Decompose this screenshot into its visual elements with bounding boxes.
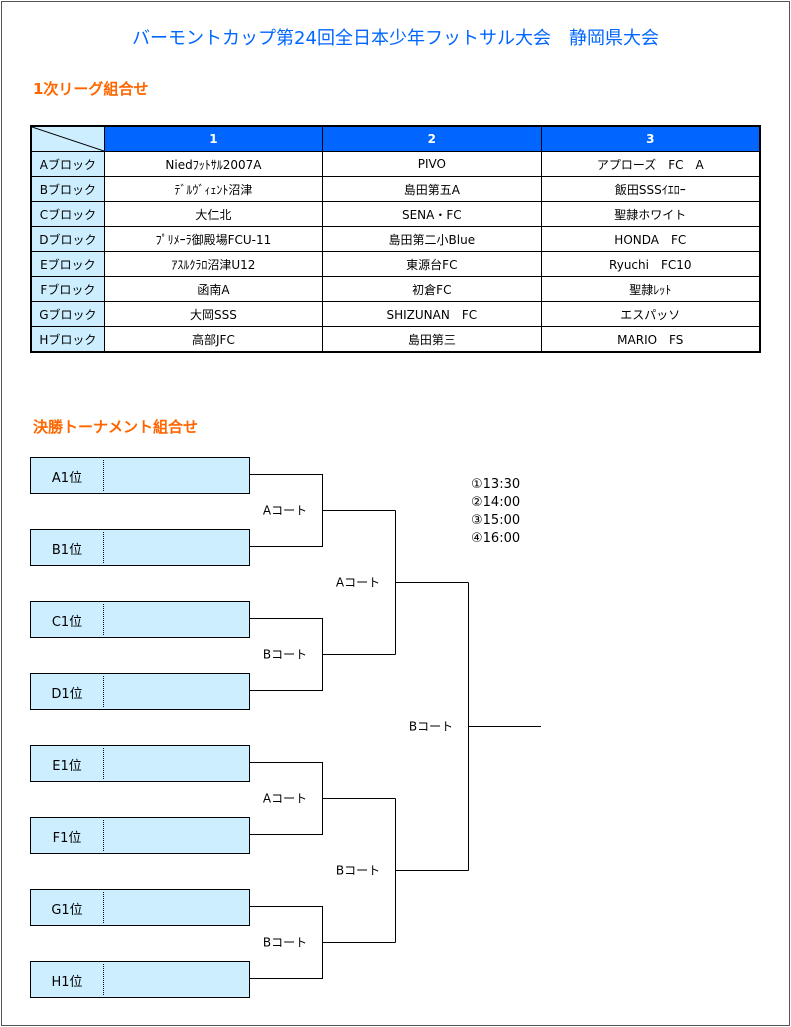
dotted-divider xyxy=(103,964,104,995)
team-cell: 飯田SSSｲｴﾛｰ xyxy=(540,176,761,202)
team-cell: 初倉FC xyxy=(322,276,542,302)
team-cell: 大岡SSS xyxy=(103,301,324,327)
team-cell: 大仁北 xyxy=(103,201,324,227)
seed-label: H1位 xyxy=(51,975,83,990)
team-cell: PIVO xyxy=(322,151,542,177)
team-cell: ﾃﾞﾙｳﾞｨｪﾝﾄ沼津 xyxy=(103,176,324,202)
team-cell: 島田第五A xyxy=(322,176,542,202)
corner-cell xyxy=(30,125,105,152)
team-cell: SENA・FC xyxy=(322,201,542,227)
column-header: 2 xyxy=(322,125,542,152)
dotted-divider xyxy=(103,532,104,563)
block-label: Fブロック xyxy=(30,276,105,302)
team-cell: 聖隷ﾚｯﾄ xyxy=(540,276,761,302)
time: ①13:30 xyxy=(471,477,521,492)
team-cell: 高部JFC xyxy=(103,326,324,353)
team-cell: HONDA FC xyxy=(540,226,761,252)
seed-label: E1位 xyxy=(52,759,82,774)
team-cell: MARIO FS xyxy=(540,326,761,353)
dotted-divider xyxy=(103,604,104,635)
seed-box: H1位 xyxy=(30,961,250,998)
team-cell: 島田第三 xyxy=(322,326,542,353)
team-cell: Ryuchi FC10 xyxy=(540,251,761,277)
time: ②14:00 xyxy=(471,495,521,510)
seed-box: A1位 xyxy=(30,457,250,494)
team-cell: ﾌﾟﾘﾒｰﾗ御殿場FCU-11 xyxy=(103,226,324,252)
court-label: Aコート xyxy=(262,501,308,519)
block-label: Hブロック xyxy=(30,326,105,353)
dotted-divider xyxy=(103,820,104,851)
tournament-heading: 決勝トーナメント組合せ xyxy=(33,418,199,436)
schedule-times: ①13:30 ②14:00 ③15:00 ④16:00 xyxy=(471,476,520,548)
seed-box: G1位 xyxy=(30,889,250,926)
team-cell: アプローズ FC A xyxy=(540,151,761,177)
seed-box: D1位 xyxy=(30,673,250,710)
block-label: Cブロック xyxy=(30,201,105,227)
team-cell: エスパッソ xyxy=(540,301,761,327)
block-label: Dブロック xyxy=(30,226,105,252)
dotted-divider xyxy=(103,676,104,707)
team-cell: 島田第二小Blue xyxy=(322,226,542,252)
seed-label: D1位 xyxy=(51,687,83,702)
seed-label: C1位 xyxy=(51,615,83,630)
seed-label: G1位 xyxy=(51,903,83,918)
team-cell: 東源台FC xyxy=(322,251,542,277)
block-label: Eブロック xyxy=(30,251,105,277)
seed-label: F1位 xyxy=(52,831,82,846)
dotted-divider xyxy=(103,460,104,491)
seed-box: E1位 xyxy=(30,745,250,782)
seed-label: B1位 xyxy=(51,543,83,558)
team-cell: ｱｽﾙｸﾗﾛ沼津U12 xyxy=(103,251,324,277)
court-label: Aコート xyxy=(335,573,381,591)
final-court-label: Bコート xyxy=(408,717,454,735)
dotted-divider xyxy=(103,892,104,923)
seed-box: B1位 xyxy=(30,529,250,566)
block-label: Gブロック xyxy=(30,301,105,327)
time: ③15:00 xyxy=(471,513,521,528)
team-cell: SHIZUNAN FC xyxy=(322,301,542,327)
page-title: バーモントカップ第24回全日本少年フットサル大会 静岡県大会 xyxy=(132,28,659,49)
league-heading: 1次リーグ組合せ xyxy=(33,80,149,98)
seed-box: F1位 xyxy=(30,817,250,854)
block-label: Aブロック xyxy=(30,151,105,177)
seed-label: A1位 xyxy=(51,471,83,486)
court-label: Bコート xyxy=(262,645,308,663)
seed-box: C1位 xyxy=(30,601,250,638)
team-cell: 聖隷ホワイト xyxy=(540,201,761,227)
court-label: Bコート xyxy=(335,861,381,879)
dotted-divider xyxy=(103,748,104,779)
court-label: Aコート xyxy=(262,789,308,807)
time: ④16:00 xyxy=(471,531,521,546)
court-label: Bコート xyxy=(262,933,308,951)
